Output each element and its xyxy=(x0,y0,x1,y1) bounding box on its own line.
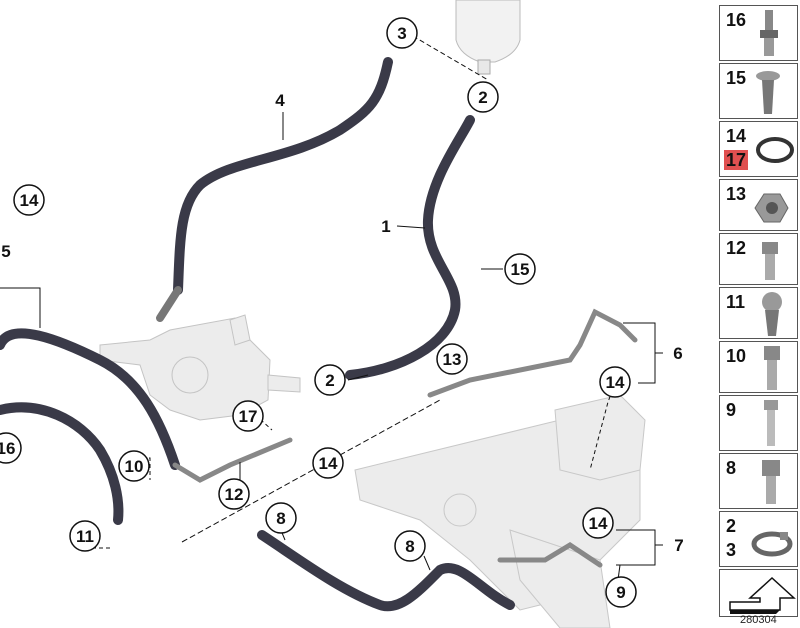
callout-15: 15 xyxy=(504,253,536,285)
svg-text:14: 14 xyxy=(606,373,625,392)
hose-8 xyxy=(257,530,603,612)
hose-clamp-icon xyxy=(751,531,793,557)
label-5: 5 xyxy=(1,242,10,261)
svg-text:8: 8 xyxy=(405,537,414,556)
callout-3: 3 xyxy=(386,17,418,49)
svg-text:6: 6 xyxy=(673,344,682,363)
callout-8-center: 8 xyxy=(394,530,426,562)
svg-text:13: 13 xyxy=(443,350,462,369)
legend-cell-11[interactable]: 11 xyxy=(719,287,798,339)
callout-11: 11 xyxy=(69,520,101,552)
svg-text:17: 17 xyxy=(239,407,258,426)
pipe-6 xyxy=(172,308,638,483)
legend-cell-14-17[interactable]: 14 17 xyxy=(719,121,798,177)
stud-bolt-icon xyxy=(760,10,778,56)
legend-label: 9 xyxy=(726,400,737,420)
legend-cell-12[interactable]: 12 xyxy=(719,233,798,285)
callout-2-top: 2 xyxy=(467,81,499,113)
bolt-icon xyxy=(764,400,778,446)
callout-17: 17 xyxy=(232,400,264,432)
parts-legend: 16 15 14 17 13 12 11 10 9 8 2 xyxy=(719,5,800,625)
svg-text:14: 14 xyxy=(319,454,338,473)
legend-label: 8 xyxy=(726,458,737,478)
svg-text:4: 4 xyxy=(275,91,285,110)
legend-cell-symbol xyxy=(719,569,798,617)
svg-text:11: 11 xyxy=(76,527,94,546)
legend-label: 15 xyxy=(726,68,747,88)
legend-label-highlighted: 17 xyxy=(724,150,749,170)
legend-label: 12 xyxy=(726,238,747,258)
svg-text:8: 8 xyxy=(276,509,285,528)
callout-14-center: 14 xyxy=(312,447,344,479)
document-number: 280304 xyxy=(740,614,777,626)
callout-12: 12 xyxy=(218,478,250,510)
svg-text:15: 15 xyxy=(511,260,530,279)
callout-10: 10 xyxy=(118,450,150,482)
power-steering-pump xyxy=(99,314,301,421)
socket-head-screw-icon xyxy=(762,460,780,504)
hose-1 xyxy=(345,115,475,380)
socket-head-screw-icon xyxy=(764,346,780,390)
legend-cell-16[interactable]: 16 xyxy=(719,5,798,61)
expanding-rivet-icon xyxy=(756,71,780,114)
hose-5 xyxy=(0,328,180,525)
callout-14-lower: 14 xyxy=(582,507,614,539)
reservoir xyxy=(455,0,521,75)
legend-label: 2 xyxy=(726,516,737,536)
hose-4 xyxy=(156,57,393,322)
label-1: 1 xyxy=(381,217,390,236)
legend-label: 14 xyxy=(726,126,747,146)
legend-cell-9[interactable]: 9 xyxy=(719,395,798,451)
callout-14-right: 14 xyxy=(599,366,631,398)
legend-cell-2-3[interactable]: 2 3 xyxy=(719,511,798,567)
svg-text:2: 2 xyxy=(478,88,487,107)
callout-8-left: 8 xyxy=(265,502,297,534)
svg-text:3: 3 xyxy=(397,24,406,43)
legend-cell-13[interactable]: 13 xyxy=(719,179,798,231)
svg-text:16: 16 xyxy=(0,439,15,458)
svg-text:14: 14 xyxy=(589,514,608,533)
legend-label: 3 xyxy=(726,540,737,560)
svg-text:10: 10 xyxy=(125,457,144,476)
hex-bolt-icon xyxy=(762,242,778,280)
svg-text:1: 1 xyxy=(381,217,390,236)
parts-diagram: 3 2 4 1 14 15 5 2 13 6 17 14 16 10 14 12… xyxy=(0,0,684,628)
callout-2-mid: 2 xyxy=(314,364,346,396)
o-ring-icon xyxy=(756,137,794,163)
svg-text:14: 14 xyxy=(20,191,39,210)
legend-cell-15[interactable]: 15 xyxy=(719,63,798,119)
legend-cell-8[interactable]: 8 xyxy=(719,453,798,509)
legend-cell-10[interactable]: 10 xyxy=(719,341,798,393)
svg-text:12: 12 xyxy=(225,485,244,504)
svg-text:5: 5 xyxy=(1,242,10,261)
legend-label: 11 xyxy=(726,292,746,312)
svg-text:2: 2 xyxy=(325,371,334,390)
arrow-symbol-icon xyxy=(729,576,796,614)
label-6: 6 xyxy=(673,344,682,363)
label-7: 7 xyxy=(674,536,683,555)
callout-14-left: 14 xyxy=(13,184,45,216)
legend-label: 16 xyxy=(726,10,747,30)
steering-rack xyxy=(354,394,646,628)
hex-nut-icon xyxy=(754,193,789,223)
callout-9: 9 xyxy=(605,576,637,608)
leader-lines xyxy=(0,31,663,581)
callout-16: 16 xyxy=(0,432,22,464)
torx-screw-icon xyxy=(762,292,782,336)
svg-text:7: 7 xyxy=(674,536,683,555)
callout-13: 13 xyxy=(436,343,468,375)
legend-label: 10 xyxy=(726,346,747,366)
label-4: 4 xyxy=(275,91,285,110)
svg-text:9: 9 xyxy=(616,583,625,602)
legend-label: 13 xyxy=(726,184,747,204)
